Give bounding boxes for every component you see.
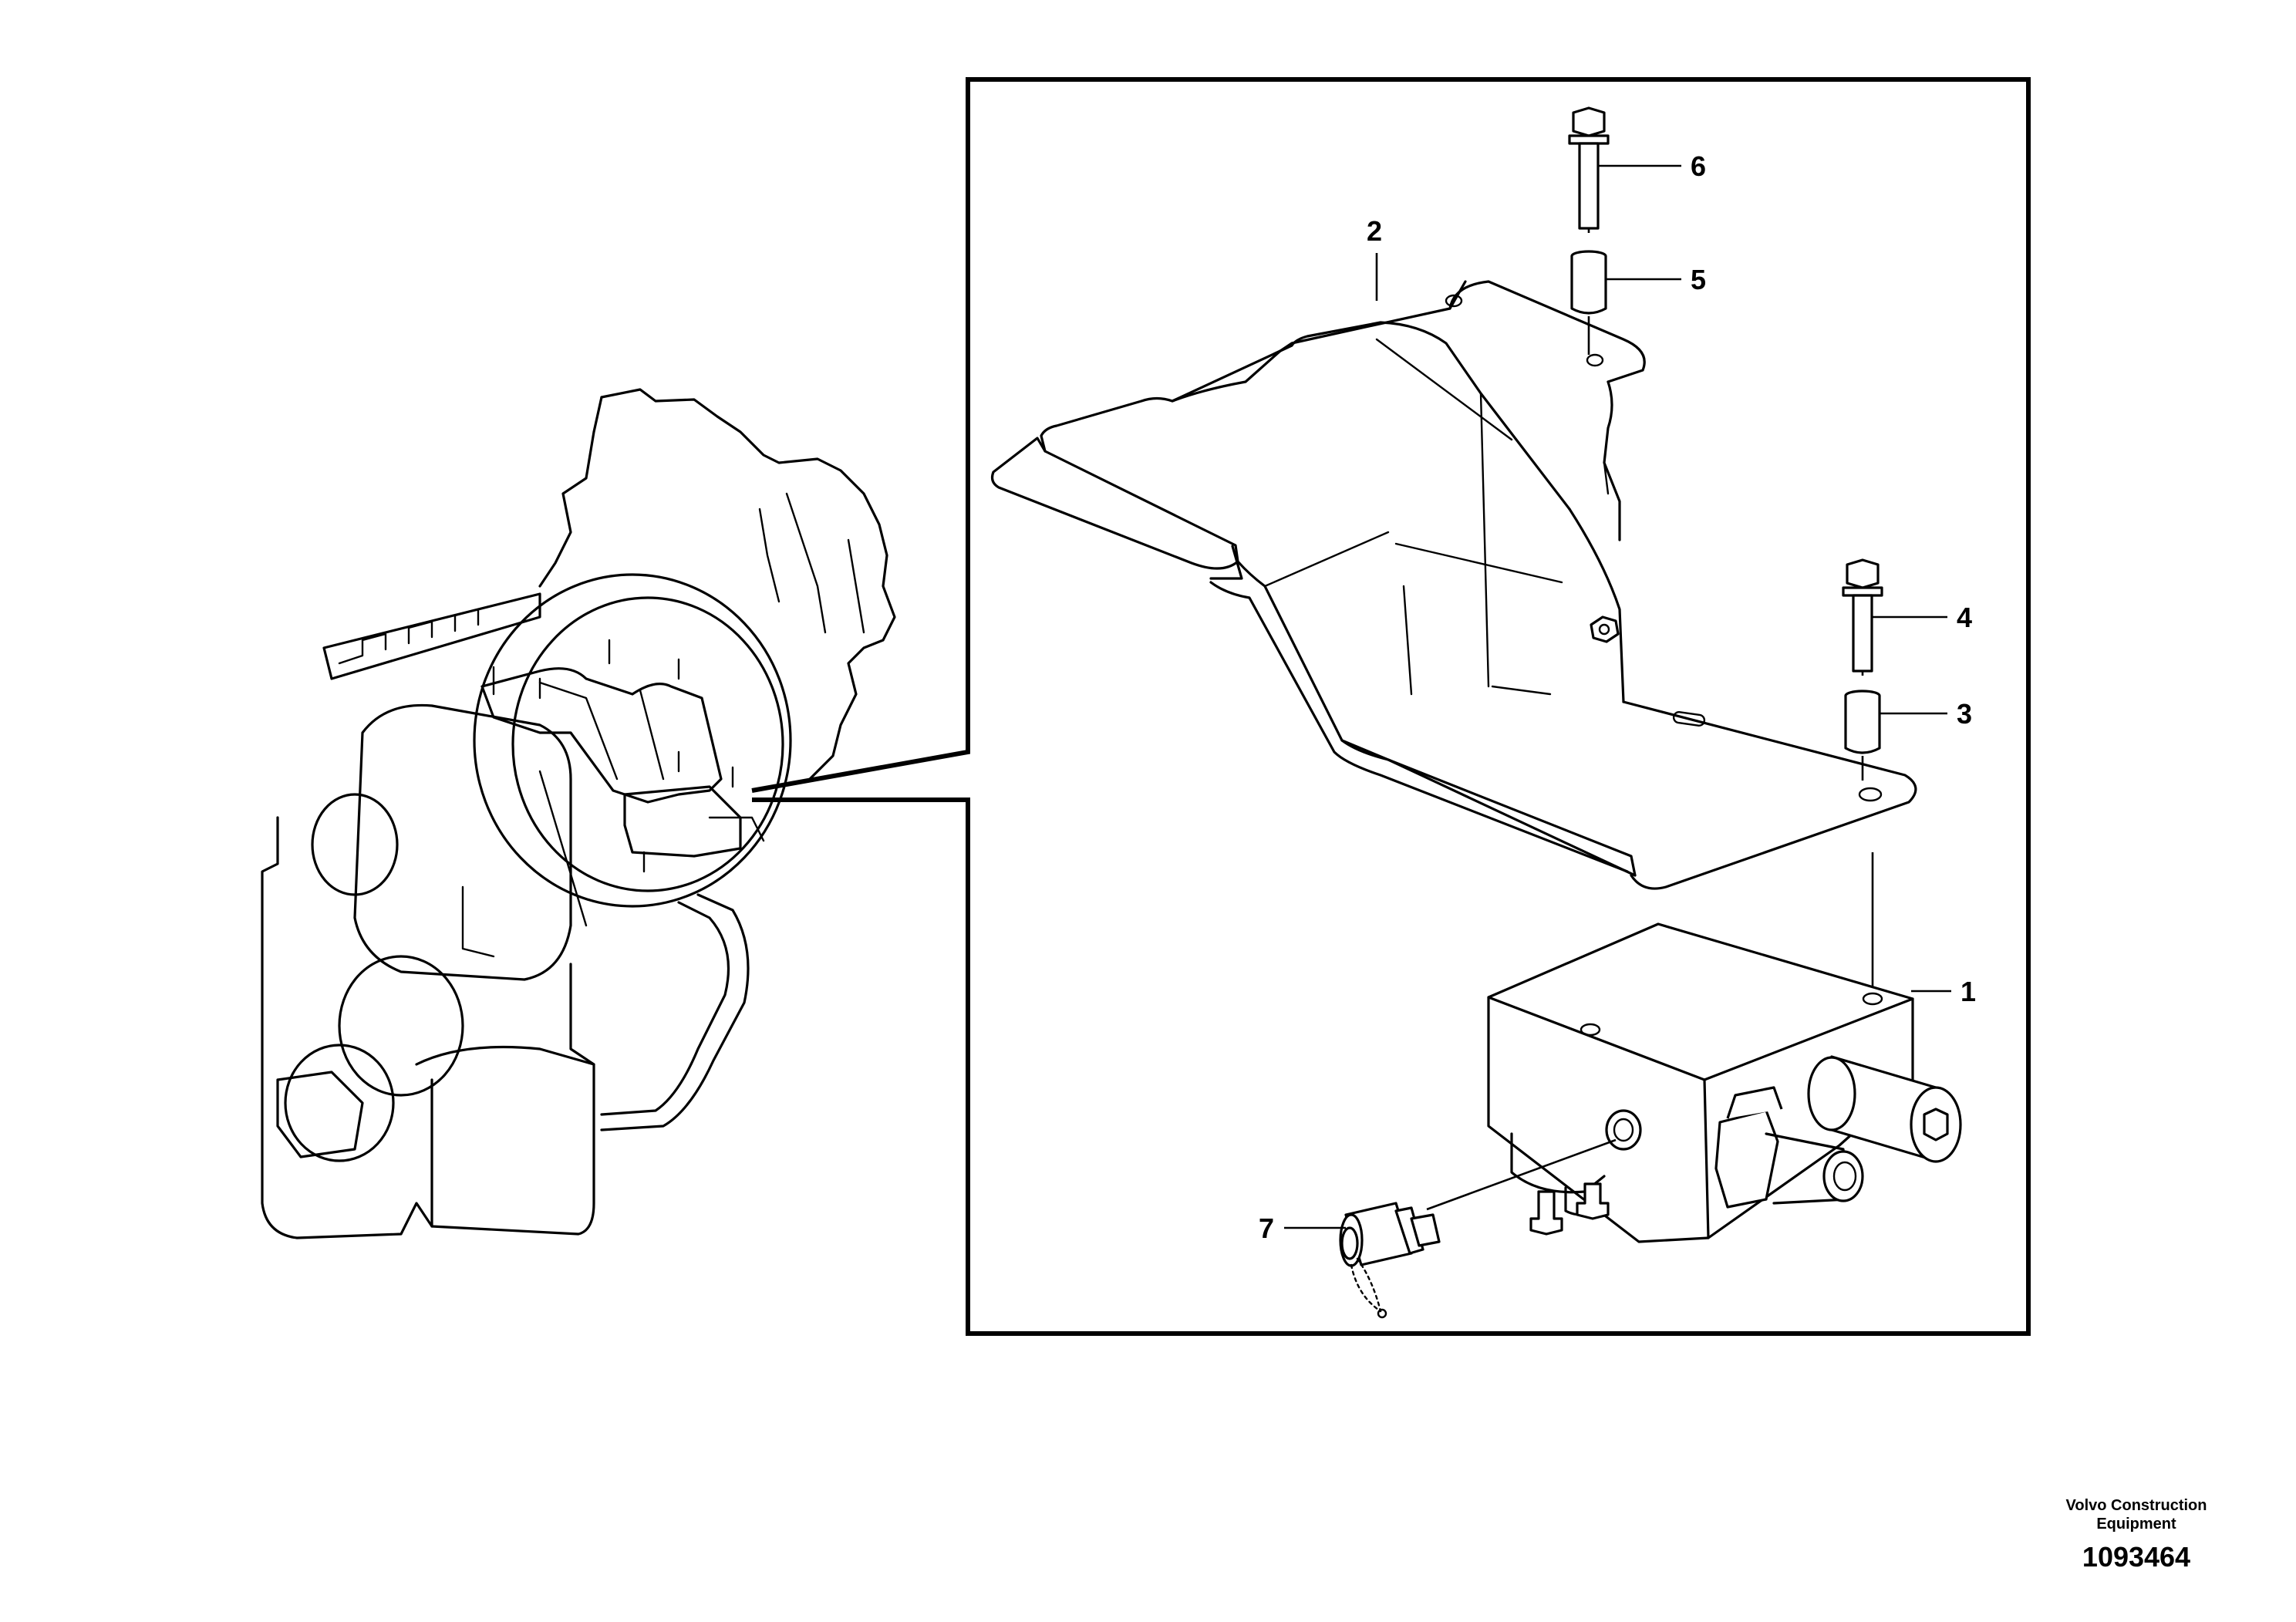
test-point-axis-line — [1426, 1138, 1617, 1211]
leader-lines — [1284, 164, 1951, 1229]
callout-2: 2 — [1367, 215, 1382, 247]
document-number: 1093464 — [2082, 1541, 2191, 1573]
callout-5: 5 — [1691, 264, 1706, 295]
company-name-line2: Equipment — [2096, 1516, 2176, 1533]
callout-7: 7 — [1259, 1212, 1274, 1244]
callout-1: 1 — [1961, 976, 1976, 1007]
valve-block-item-1 — [1487, 922, 1962, 1243]
spacer-item-5 — [1570, 250, 1607, 355]
transmission-overview — [261, 388, 896, 1239]
bracket-part — [990, 280, 1917, 890]
callout-4: 4 — [1957, 602, 1972, 633]
callout-labels: 6 5 2 4 3 1 7 — [1259, 150, 1976, 1244]
publisher-footer: Volvo Construction Equipment 1093464 — [2013, 1496, 2260, 1573]
bolt-item-4 — [1842, 558, 1883, 679]
callout-6: 6 — [1691, 150, 1706, 182]
bolt-item-6 — [1568, 106, 1610, 238]
detail-frame — [751, 77, 2031, 1336]
callout-3: 3 — [1957, 698, 1972, 730]
spacer-item-3 — [1844, 690, 1881, 781]
test-nipple-item-7 — [1339, 1202, 1441, 1319]
company-name-line1: Volvo Construction — [2065, 1497, 2207, 1514]
